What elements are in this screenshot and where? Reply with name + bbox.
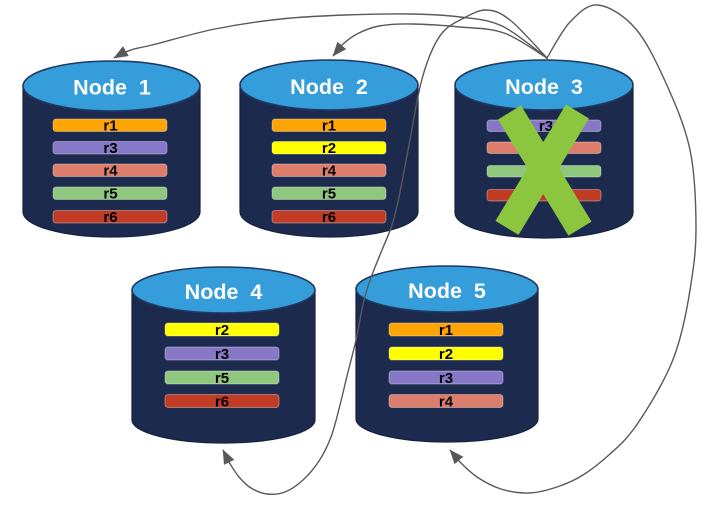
svg-text:r6: r6 (215, 394, 229, 411)
svg-text:r2: r2 (322, 140, 336, 157)
svg-text:r2: r2 (215, 322, 229, 339)
svg-text:r5: r5 (103, 186, 117, 203)
svg-text:Node 4: Node 4 (185, 280, 263, 304)
svg-text:Node 5: Node 5 (408, 279, 486, 303)
svg-text:Node 1: Node 1 (73, 75, 151, 99)
svg-text:r2: r2 (439, 346, 453, 363)
svg-text:r4: r4 (322, 163, 337, 180)
svg-text:r1: r1 (439, 322, 453, 339)
svg-text:r3: r3 (103, 140, 117, 157)
svg-text:r4: r4 (103, 163, 118, 180)
svg-text:r5: r5 (215, 370, 229, 387)
svg-text:r4: r4 (439, 394, 454, 411)
svg-text:r3: r3 (439, 370, 453, 387)
svg-text:r3: r3 (539, 118, 553, 135)
svg-text:Node 2: Node 2 (290, 75, 368, 99)
svg-text:r3: r3 (215, 346, 229, 363)
svg-text:r1: r1 (103, 118, 117, 135)
svg-text:Node 3: Node 3 (505, 75, 583, 99)
svg-text:r5: r5 (322, 186, 336, 203)
svg-text:r6: r6 (103, 209, 117, 226)
svg-text:r1: r1 (322, 118, 336, 135)
svg-text:r6: r6 (322, 209, 336, 226)
